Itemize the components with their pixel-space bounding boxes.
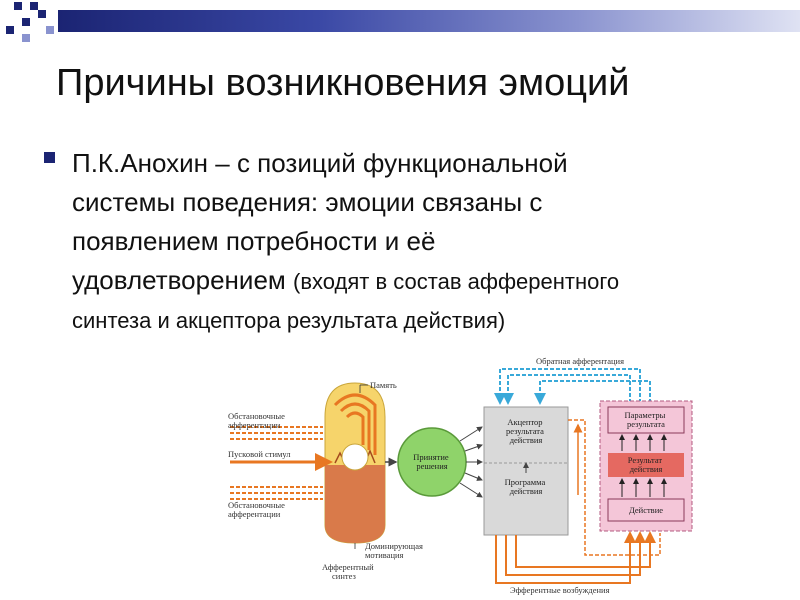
bullet-line: появлением потребности и её bbox=[72, 226, 436, 256]
header-decoration bbox=[0, 0, 800, 42]
result-label: Результат действия bbox=[628, 455, 665, 474]
dominant-motivation-label: Доминирующая мотивация bbox=[365, 541, 425, 560]
deco-square bbox=[6, 26, 14, 34]
params-box bbox=[607, 406, 685, 434]
result-box bbox=[608, 453, 684, 477]
deco-square bbox=[22, 18, 30, 26]
functional-system-diagram: Обстановочные афферентации Пусковой стим… bbox=[228, 356, 693, 595]
deco-square bbox=[14, 2, 22, 10]
bullet-line: удовлетворением (входят в состав афферен… bbox=[72, 261, 772, 301]
bullet-parenthetical: (входят в состав афферентного bbox=[293, 269, 620, 294]
header-gradient-bar bbox=[58, 10, 800, 32]
deco-square bbox=[46, 26, 54, 34]
params-label: Параметры результата bbox=[625, 410, 668, 429]
afferent-synthesis-block bbox=[324, 382, 386, 544]
bullet-line: синтеза и акцептора результата действия) bbox=[72, 308, 506, 333]
slide-title: Причины возникновения эмоций bbox=[56, 62, 630, 104]
bullet-line: П.К.Анохин – с позиций функциональной bbox=[72, 148, 568, 178]
feedback-afferentation-path bbox=[494, 368, 651, 405]
action-label: Действие bbox=[629, 505, 663, 515]
decision-label: Принятие решения bbox=[413, 452, 451, 471]
action-box bbox=[607, 498, 685, 522]
env-afferent-bottom-label: Обстановочные афферентации bbox=[228, 500, 287, 519]
trigger-label: Пусковой стимул bbox=[228, 449, 291, 459]
bullet-line: системы поведения: эмоции связаны с bbox=[72, 187, 543, 217]
bullet-text: П.К.Анохин – с позиций функциональной си… bbox=[72, 144, 772, 340]
bullet-main-word: удовлетворением bbox=[72, 265, 286, 295]
deco-square bbox=[30, 2, 38, 10]
afferent-synthesis-label: Афферентный синтез bbox=[322, 562, 376, 581]
bullet-square-icon bbox=[44, 152, 55, 163]
efferent-paths bbox=[495, 419, 661, 584]
feedback-label: Обратная афферентация bbox=[536, 356, 624, 366]
acceptor-label: Акцептор результата действия bbox=[506, 417, 546, 445]
deco-square bbox=[22, 34, 30, 42]
env-afferent-bottom-arrows bbox=[230, 486, 323, 500]
deco-square bbox=[38, 10, 46, 18]
decision-to-acceptor-arrows bbox=[459, 426, 483, 498]
env-afferent-top-label: Обстановочные афферентации bbox=[228, 411, 287, 430]
result-column-arrows bbox=[619, 434, 667, 497]
env-afferent-top-arrows bbox=[230, 426, 323, 440]
memory-label: Память bbox=[370, 380, 397, 390]
efferent-label: Эфферентные возбуждения bbox=[510, 585, 610, 595]
program-label: Программа действия bbox=[505, 477, 548, 496]
